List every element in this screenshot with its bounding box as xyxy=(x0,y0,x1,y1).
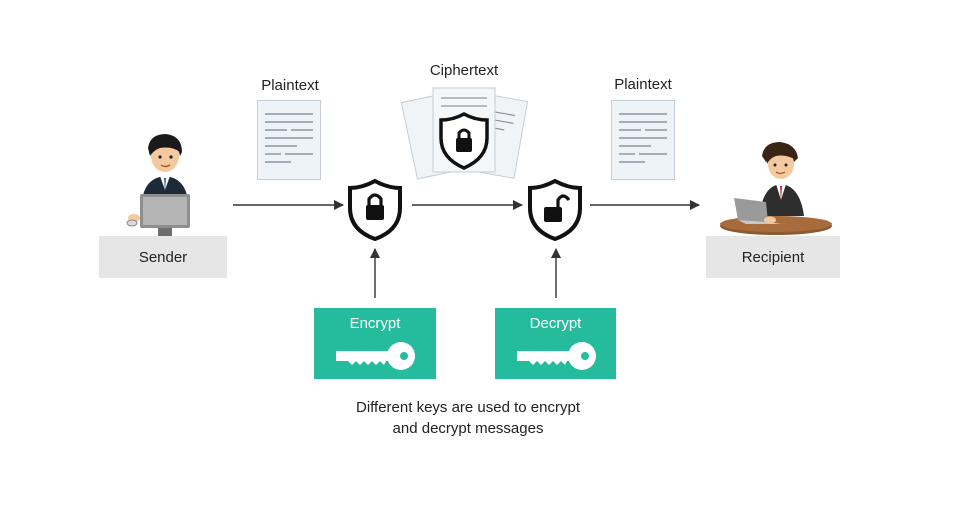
ciphertext-document-stack-icon xyxy=(400,87,529,180)
sender-label: Sender xyxy=(99,236,227,278)
plaintext-left-document-icon xyxy=(257,100,321,180)
sender-label-text: Sender xyxy=(138,248,188,266)
diagram-caption: Different keys are used to encrypt and d… xyxy=(300,397,636,439)
encrypt-key-label: Encrypt xyxy=(349,315,401,332)
plaintext-right-document-icon xyxy=(611,100,675,180)
decrypt-key-label: Decrypt xyxy=(529,315,582,332)
key-icon xyxy=(517,342,596,370)
caption-line-2: and decrypt messages xyxy=(392,420,544,437)
recipient-illustration xyxy=(720,142,832,235)
sender-illustration xyxy=(126,134,190,236)
unlocked-shield-icon xyxy=(528,178,582,242)
recipient-label: Recipient xyxy=(706,236,840,278)
plaintext-right-label: Plaintext xyxy=(614,76,672,93)
key-icon xyxy=(336,342,415,370)
encrypt-key-card: Encrypt xyxy=(314,308,436,379)
decrypt-key-card: Decrypt xyxy=(495,308,616,379)
locked-shield-icon xyxy=(348,178,402,242)
recipient-label-text: Recipient xyxy=(741,248,805,266)
caption-line-1: Different keys are used to encrypt xyxy=(355,399,580,416)
ciphertext-label: Ciphertext xyxy=(429,62,499,79)
plaintext-left-label: Plaintext xyxy=(261,77,319,94)
